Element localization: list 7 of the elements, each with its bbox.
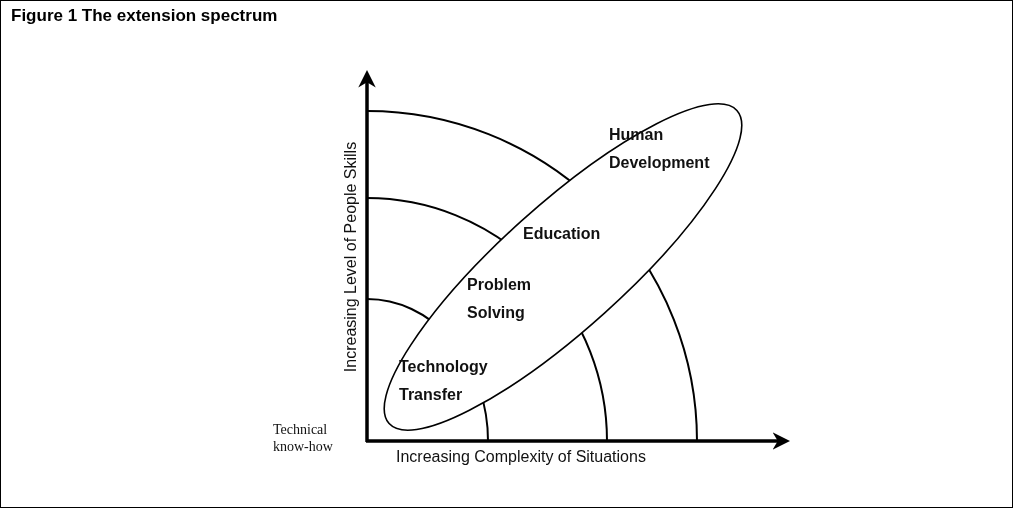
- ellipse-text: Technology Transfer: [399, 357, 489, 405]
- figure-title: Figure 1 The extension spectrum: [11, 6, 278, 26]
- axis-label: Technical know-how: [273, 421, 334, 455]
- axis-label: Increasing Level of People Skills: [341, 140, 360, 375]
- ellipse-text: Problem Solving: [467, 275, 532, 323]
- ellipse-text: Education: [523, 224, 602, 244]
- axis-label: Increasing Complexity of Situations: [396, 447, 647, 467]
